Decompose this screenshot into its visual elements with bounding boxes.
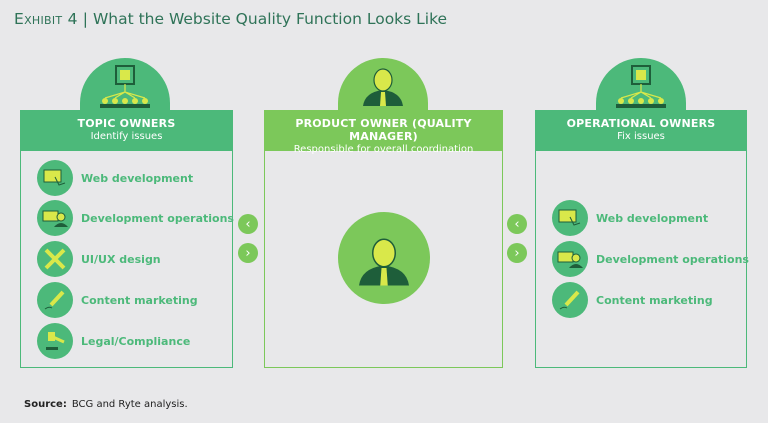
network-chip-icon xyxy=(99,65,151,109)
product-owner-header: PRODUCT OWNER (QUALITY MANAGER)Responsib… xyxy=(265,111,502,155)
arrow-right-button[interactable]: › xyxy=(238,243,258,263)
item-label: Content marketing xyxy=(596,293,713,307)
product-owner-panel: PRODUCT OWNER (QUALITY MANAGER)Responsib… xyxy=(264,110,503,368)
item-label: Web development xyxy=(81,171,194,185)
list-item: Web development xyxy=(552,200,708,236)
exhibit-number: Exhibit 4 xyxy=(14,10,78,28)
gavel-icon xyxy=(37,323,73,359)
operational-owners-badge xyxy=(596,58,686,110)
panel-subtitle: Identify issues xyxy=(90,131,163,142)
developer-icon xyxy=(552,241,588,277)
list-item: UI/UX design xyxy=(37,241,161,277)
title-separator: | xyxy=(82,10,89,28)
pencil-ruler-icon xyxy=(37,241,73,277)
developer-icon xyxy=(37,200,73,236)
person-icon xyxy=(358,238,410,287)
arrow-left-button[interactable]: ‹ xyxy=(507,214,527,234)
item-label: Legal/Compliance xyxy=(81,334,191,348)
source-label: Source: xyxy=(24,399,67,410)
pen-icon xyxy=(37,282,73,318)
item-label: Content marketing xyxy=(81,293,198,307)
person-icon xyxy=(362,68,404,107)
arrow-right-button[interactable]: › xyxy=(507,243,527,263)
list-item: Legal/Compliance xyxy=(37,323,190,359)
list-item: Development operations xyxy=(37,200,234,236)
list-item: Web development xyxy=(37,160,193,196)
item-label: Development operations xyxy=(596,252,749,266)
panel-title: OPERATIONAL OWNERS xyxy=(566,117,716,130)
source-note: Source: BCG and Ryte analysis. xyxy=(24,399,188,410)
item-label: Development operations xyxy=(81,211,234,225)
title-text: What the Website Quality Function Looks … xyxy=(92,10,448,28)
panel-title: TOPIC OWNERS xyxy=(77,117,176,130)
list-item: Content marketing xyxy=(552,282,713,318)
list-item: Content marketing xyxy=(37,282,198,318)
list-item: Development operations xyxy=(552,241,749,277)
panel-subtitle: Responsible for overall coordination xyxy=(293,144,474,155)
panel-title: PRODUCT OWNER (QUALITY MANAGER) xyxy=(295,117,472,143)
item-label: Web development xyxy=(596,211,709,225)
product-owner-badge xyxy=(338,58,428,110)
source-text: BCG and Ryte analysis. xyxy=(71,399,188,410)
item-label: UI/UX design xyxy=(81,252,161,266)
touchscreen-icon xyxy=(552,200,588,236)
arrow-left-button[interactable]: ‹ xyxy=(238,214,258,234)
quality-manager-avatar xyxy=(338,212,430,304)
panel-subtitle: Fix issues xyxy=(617,131,665,142)
topic-owners-badge xyxy=(80,58,170,110)
network-chip-icon xyxy=(615,65,667,109)
pen-icon xyxy=(552,282,588,318)
exhibit-title: Exhibit 4 | What the Website Quality Fun… xyxy=(14,10,447,28)
touchscreen-icon xyxy=(37,160,73,196)
